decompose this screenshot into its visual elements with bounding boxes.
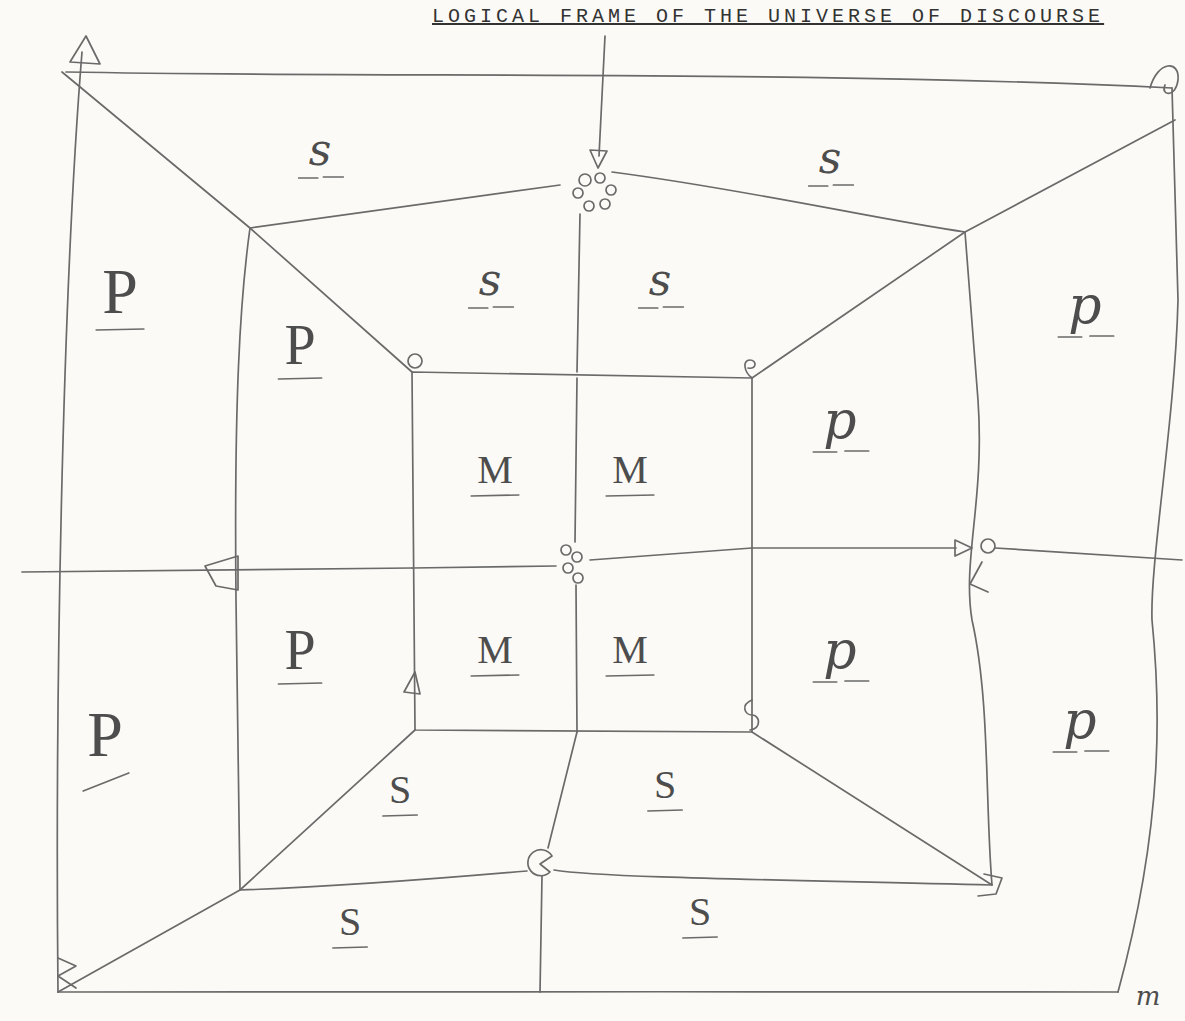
inner-square	[412, 372, 752, 732]
divider-line	[752, 547, 956, 549]
divider-line	[576, 585, 577, 732]
region-letter: S	[654, 765, 676, 805]
divider-line	[548, 732, 577, 848]
underline-mark	[323, 176, 343, 178]
underline-mark	[845, 450, 869, 452]
arrow-head	[590, 150, 607, 168]
region-letter: P	[284, 622, 315, 678]
region-letter: S	[339, 902, 361, 942]
loop-mark	[573, 188, 583, 198]
middle-ring	[236, 172, 992, 890]
loop-mark	[595, 173, 605, 183]
corner-curl	[1150, 66, 1178, 94]
region-letter: p	[823, 394, 856, 446]
underline-mark	[469, 307, 488, 309]
arrow-mark	[205, 556, 238, 590]
underline-mark	[278, 683, 321, 684]
underline-mark	[299, 177, 318, 179]
loop-mark	[981, 539, 995, 553]
region-letter: p	[1068, 279, 1101, 331]
underline-mark	[493, 306, 513, 308]
diagonal-line	[58, 730, 415, 992]
underline-mark	[83, 773, 129, 791]
region-letter: s	[819, 136, 842, 180]
region-letter: M	[612, 630, 648, 670]
underline-mark	[383, 815, 417, 816]
divider-line	[22, 568, 412, 572]
underline-mark	[471, 675, 519, 676]
diagonal-line	[752, 732, 992, 885]
outer-left-edge	[57, 52, 82, 992]
region-letter: S	[389, 770, 411, 810]
loop-mark	[579, 174, 591, 186]
underline-mark	[606, 675, 654, 676]
underline-mark	[278, 378, 321, 379]
divider-line	[540, 876, 542, 992]
loop-mark	[563, 563, 573, 573]
underline-mark	[471, 495, 519, 496]
outer-top-edge	[66, 72, 1172, 88]
underline-mark	[648, 810, 682, 811]
loop-mark	[600, 199, 610, 209]
region-letter: s	[309, 128, 332, 172]
region-letter: P	[102, 260, 138, 324]
divider-line	[412, 548, 752, 568]
arrow-head	[404, 672, 420, 694]
outer-right-edge	[1118, 88, 1178, 992]
region-letter: M	[477, 450, 513, 490]
underline-mark	[683, 937, 717, 938]
underline-mark	[813, 451, 836, 453]
divider-line	[575, 378, 577, 542]
loop-mark	[606, 185, 616, 195]
region-letter: S	[689, 892, 711, 932]
loop-mark	[745, 360, 755, 378]
region-letter: P	[87, 703, 123, 767]
underline-mark	[1085, 750, 1109, 752]
underline-mark	[663, 306, 683, 308]
divider-line	[599, 36, 605, 156]
outer-bottom-edge	[58, 991, 1118, 992]
region-letter: M	[477, 630, 513, 670]
region-letter: P	[284, 317, 315, 373]
underline-mark	[606, 495, 654, 496]
underline-mark	[1090, 335, 1114, 337]
region-letter: s	[649, 258, 672, 302]
zigzag-mark	[970, 562, 988, 592]
diagram-title: LOGICAL FRAME OF THE UNIVERSE OF DISCOUR…	[432, 6, 1104, 28]
loop-mark	[528, 850, 552, 876]
region-letter: M	[612, 450, 648, 490]
region-letter: m	[1136, 983, 1161, 1009]
loop-mark	[561, 545, 571, 555]
underline-mark	[833, 184, 853, 186]
underline-mark	[96, 329, 144, 330]
loop-mark	[408, 354, 422, 368]
region-letter: p	[823, 624, 856, 676]
divider-line	[995, 548, 1182, 560]
diagonal-line	[62, 72, 412, 372]
diagonal-line	[752, 120, 1175, 378]
underline-mark	[809, 185, 828, 187]
arrow-head	[70, 36, 100, 64]
region-letter: s	[479, 258, 502, 302]
underline-mark	[639, 307, 658, 309]
loop-mark	[572, 552, 582, 562]
arrow-head	[955, 540, 972, 556]
zigzag-mark	[978, 874, 1002, 896]
underline-mark	[333, 947, 367, 948]
underline-mark	[813, 681, 836, 683]
loop-mark	[584, 201, 594, 211]
underline-mark	[845, 680, 869, 682]
underline-mark	[1058, 336, 1081, 338]
loop-mark	[573, 573, 583, 583]
region-letter: p	[1063, 694, 1096, 746]
squiggle-mark	[745, 700, 759, 730]
underline-mark	[1053, 751, 1076, 753]
divider-line	[577, 214, 580, 372]
